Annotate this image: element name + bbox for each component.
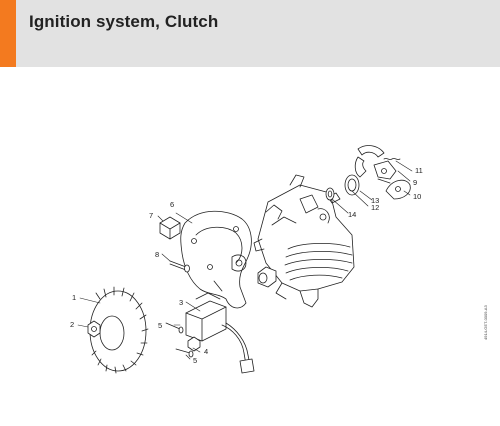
ring-part-13 [344,174,360,196]
exploded-parts-diagram: 1 2 3 4 5 5 6 7 8 9 10 11 12 13 14 [0,67,500,426]
callout-12: 12 [371,203,379,212]
callout-7: 7 [149,211,153,220]
callout-5a: 5 [158,321,162,330]
callout-13: 13 [371,196,379,205]
fan-housing-part-6 [180,210,252,309]
washer-part-4 [187,336,201,352]
callout-2: 2 [70,320,74,329]
callout-10: 10 [413,192,421,201]
spacer-part-7 [159,216,181,240]
accent-bar [0,0,16,67]
ignition-module-part-3 [185,292,255,374]
callout-1: 1 [72,293,76,302]
sleeve-part [257,266,277,288]
screw-part-8 [169,260,190,273]
callout-11: 11 [415,166,423,175]
nut-part-2 [87,320,101,338]
callout-9: 9 [413,178,417,187]
drawing-id: 4914-GET-0009-A3 [483,305,488,340]
cylinder-assembly [253,174,355,308]
callout-5b: 5 [193,356,197,365]
spring-part-11 [383,158,401,160]
callout-6: 6 [170,200,174,209]
callout-14: 14 [348,210,356,219]
callout-3: 3 [179,298,183,307]
callout-4: 4 [204,347,208,356]
callout-8: 8 [155,250,159,259]
header-bar: Ignition system, Clutch [0,0,500,67]
clutch-carrier-part-10 [385,179,411,200]
clutch-shoes-part-9 [354,156,397,184]
clutch-drum-segment [357,145,385,158]
page-title: Ignition system, Clutch [29,12,219,31]
screws-part-5 [165,322,194,358]
washer-part-14 [325,187,335,201]
